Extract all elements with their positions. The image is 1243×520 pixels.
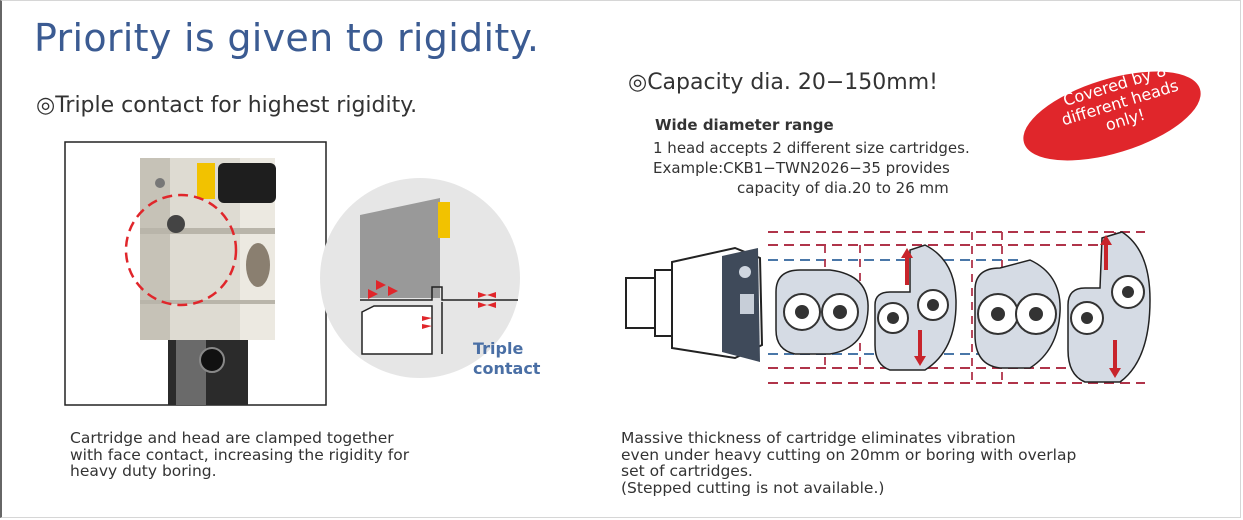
right-paragraph-line-3: set of cartridges. <box>621 462 753 480</box>
right-paragraph: Massive thickness of cartridge eliminate… <box>621 430 1076 496</box>
description-line-3: capacity of dia.20 to 26 mm <box>737 179 949 197</box>
right-paragraph-line-2: even under heavy cutting on 20mm or bori… <box>621 445 1077 464</box>
left-paragraph: Cartridge and head are clamped together … <box>70 430 409 480</box>
cartridge-diagram <box>625 231 1151 384</box>
left-paragraph-line-1: Cartridge and head are clamped together <box>70 429 394 447</box>
left-paragraph-line-2: with face contact, increasing the rigidi… <box>70 445 410 464</box>
description-line-2: Example:CKB1−TWN2026−35 provides <box>653 159 950 177</box>
page-title: Priority is given to rigidity. <box>34 16 540 60</box>
triple-contact-diagram <box>320 178 520 378</box>
right-paragraph-line-4: (Stepped cutting is not available.) <box>621 478 885 497</box>
wide-diameter-label: Wide diameter range <box>655 116 834 134</box>
contact-highlight-circle <box>124 193 238 307</box>
left-paragraph-line-3: heavy duty boring. <box>70 462 217 480</box>
description-line-1: 1 head accepts 2 different size cartridg… <box>653 139 970 157</box>
left-section-heading: ◎Triple contact for highest rigidity. <box>36 93 418 118</box>
right-paragraph-line-1: Massive thickness of cartridge eliminate… <box>621 429 1016 447</box>
tool-holder-photo <box>64 141 327 406</box>
triple-label-line-1: Triple <box>473 339 524 358</box>
badge-ellipse <box>1023 71 1201 161</box>
right-section-heading: ◎Capacity dia. 20−150mm! <box>628 70 938 95</box>
triple-contact-label: Triple contact <box>473 339 540 379</box>
triple-label-line-2: contact <box>473 359 541 378</box>
